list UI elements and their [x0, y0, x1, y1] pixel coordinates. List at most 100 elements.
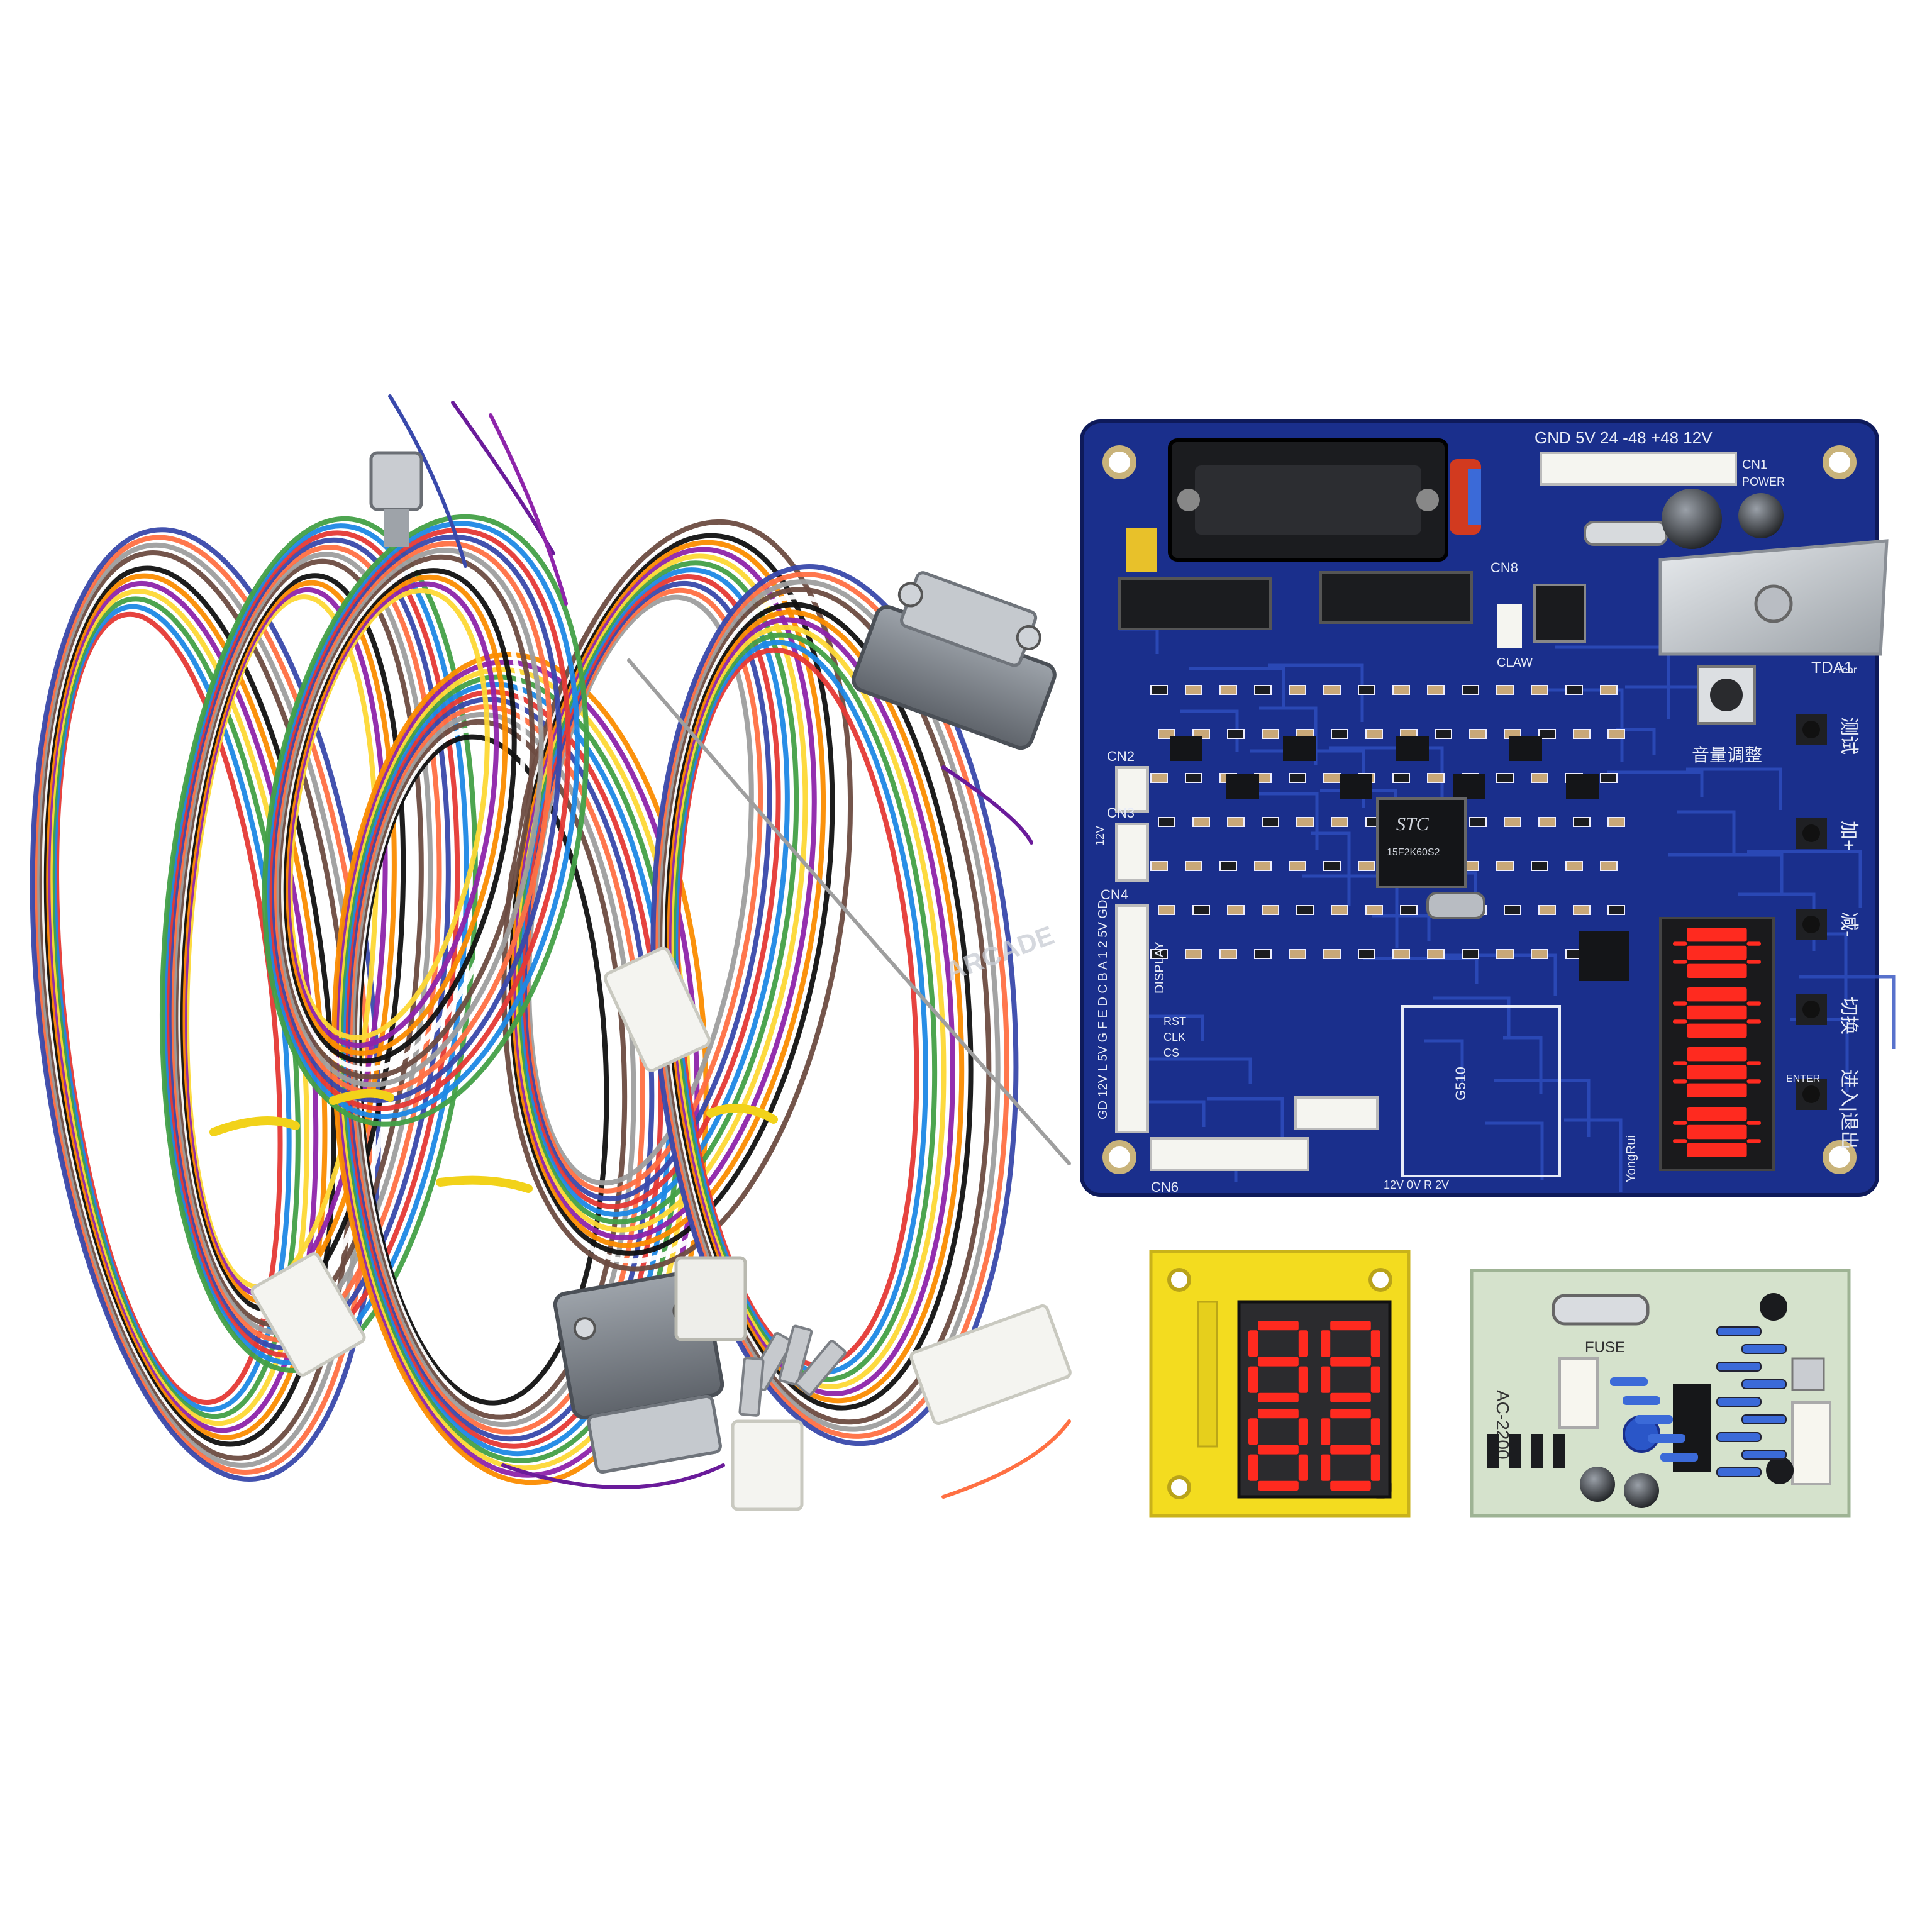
svg-text:STC: STC — [1396, 814, 1430, 835]
volume-knob[interactable]: 音量调整 — [1692, 665, 1762, 765]
fuse — [1552, 1294, 1650, 1326]
smd-part — [1538, 817, 1556, 827]
driver-chip — [1579, 931, 1629, 981]
capacitor — [1624, 1473, 1659, 1508]
smd-components — [1150, 685, 1625, 959]
svg-text:15F2K60S2: 15F2K60S2 — [1387, 847, 1440, 858]
svg-text:CN6: CN6 — [1151, 1179, 1179, 1195]
smd-part — [1496, 685, 1514, 695]
smd-part — [1365, 905, 1383, 915]
led-segment — [1330, 1357, 1371, 1367]
smd-part — [1358, 949, 1375, 959]
resistor — [1741, 1450, 1787, 1460]
smd-part — [1331, 729, 1348, 739]
led-segment — [1687, 1023, 1747, 1038]
smd-part — [1469, 817, 1487, 827]
wire-loop — [159, 516, 478, 1373]
led-segment — [1370, 1366, 1380, 1393]
smd-part — [1531, 861, 1548, 871]
button-minus[interactable] — [1796, 909, 1827, 940]
resistor — [1716, 1397, 1762, 1407]
button-enter-exit[interactable] — [1796, 1079, 1827, 1110]
smd-part — [1573, 729, 1591, 739]
led-segment — [1248, 1454, 1258, 1481]
connectors-left — [1115, 766, 1379, 1171]
led-segment — [1258, 1409, 1299, 1419]
resistor — [1741, 1414, 1787, 1424]
led-segment — [1321, 1454, 1331, 1481]
svg-text:TDA1: TDA1 — [1811, 658, 1853, 677]
resistor — [1623, 1396, 1660, 1405]
smd-part — [1185, 949, 1202, 959]
led-segment — [1687, 1107, 1747, 1121]
smd-part — [1573, 905, 1591, 915]
led-segment — [1687, 963, 1747, 978]
main-control-board: GND 5V 24 -48 +48 12V CN1 POWER TDA1 CLA… — [1080, 419, 1896, 1197]
smd-part — [1496, 949, 1514, 959]
claw-header — [1497, 604, 1522, 648]
led-segment — [1298, 1330, 1308, 1357]
smd-part — [1365, 729, 1383, 739]
resistor — [1716, 1432, 1762, 1442]
smd-part — [1392, 949, 1410, 959]
led-segment — [1248, 1366, 1258, 1393]
led-segment — [1298, 1418, 1308, 1445]
fuse — [1584, 521, 1668, 546]
led-segment — [1258, 1480, 1299, 1491]
ic-chip — [1509, 736, 1542, 761]
resistor — [1635, 1415, 1673, 1424]
ic-chip — [1453, 774, 1485, 799]
g510-module: G510 — [1401, 1005, 1561, 1177]
spade-terminals — [738, 1324, 847, 1417]
smd-part — [1427, 949, 1445, 959]
button-plus[interactable] — [1796, 818, 1827, 849]
smd-part — [1427, 773, 1445, 783]
smd-part — [1607, 817, 1625, 827]
led-segment — [1258, 1445, 1299, 1455]
heatsink: TDA1 — [1658, 539, 1889, 677]
smd-part — [1565, 685, 1583, 695]
led-segment — [1687, 1143, 1747, 1157]
power-transistor-q2 — [1319, 571, 1473, 624]
led-segment — [1746, 941, 1761, 946]
smd-part — [1504, 905, 1521, 915]
smd-part — [1254, 861, 1272, 871]
smd-part — [1607, 729, 1625, 739]
smd-part — [1427, 685, 1445, 695]
svg-text:RST: RST — [1163, 1015, 1186, 1028]
smd-part — [1400, 905, 1418, 915]
white-plug-housings — [250, 947, 1072, 1511]
smd-part — [1331, 905, 1348, 915]
svg-text:YongRui: YongRui — [1624, 1135, 1638, 1182]
svg-text:12V: 12V — [1094, 826, 1106, 846]
wire-harness: ARCADE — [30, 394, 1072, 1511]
smd-part — [1331, 817, 1348, 827]
ic-chip — [1170, 736, 1202, 761]
smd-part — [1469, 729, 1487, 739]
svg-text:GND 5V 24 -48 +48 12V: GND 5V 24 -48 +48 12V — [1535, 428, 1713, 447]
smd-part — [1323, 685, 1341, 695]
mcu-chip: STC 15F2K60S2 — [1376, 797, 1467, 888]
resistor — [1610, 1377, 1648, 1386]
resistor — [1716, 1326, 1762, 1336]
smd-part — [1192, 905, 1210, 915]
led-segment — [1746, 1139, 1761, 1143]
button-switch[interactable] — [1796, 994, 1827, 1025]
svg-text:CLK: CLK — [1163, 1031, 1185, 1043]
smd-part — [1150, 685, 1168, 695]
button-test[interactable] — [1796, 714, 1827, 745]
wire-loop — [262, 514, 589, 1127]
resistor — [1741, 1379, 1787, 1389]
svg-text:FUSE: FUSE — [1585, 1339, 1625, 1356]
cable-ties — [209, 1089, 778, 1193]
smd-part — [1392, 685, 1410, 695]
led-display-4digit: 8888 — [1659, 917, 1775, 1171]
svg-text:CS: CS — [1163, 1046, 1179, 1059]
led-segment — [1370, 1418, 1380, 1445]
resistor — [1660, 1453, 1698, 1462]
led-segment — [1330, 1445, 1371, 1455]
led-segment — [1330, 1480, 1371, 1491]
smd-part — [1323, 773, 1341, 783]
loose-wire — [941, 765, 1033, 845]
smd-part — [1496, 861, 1514, 871]
